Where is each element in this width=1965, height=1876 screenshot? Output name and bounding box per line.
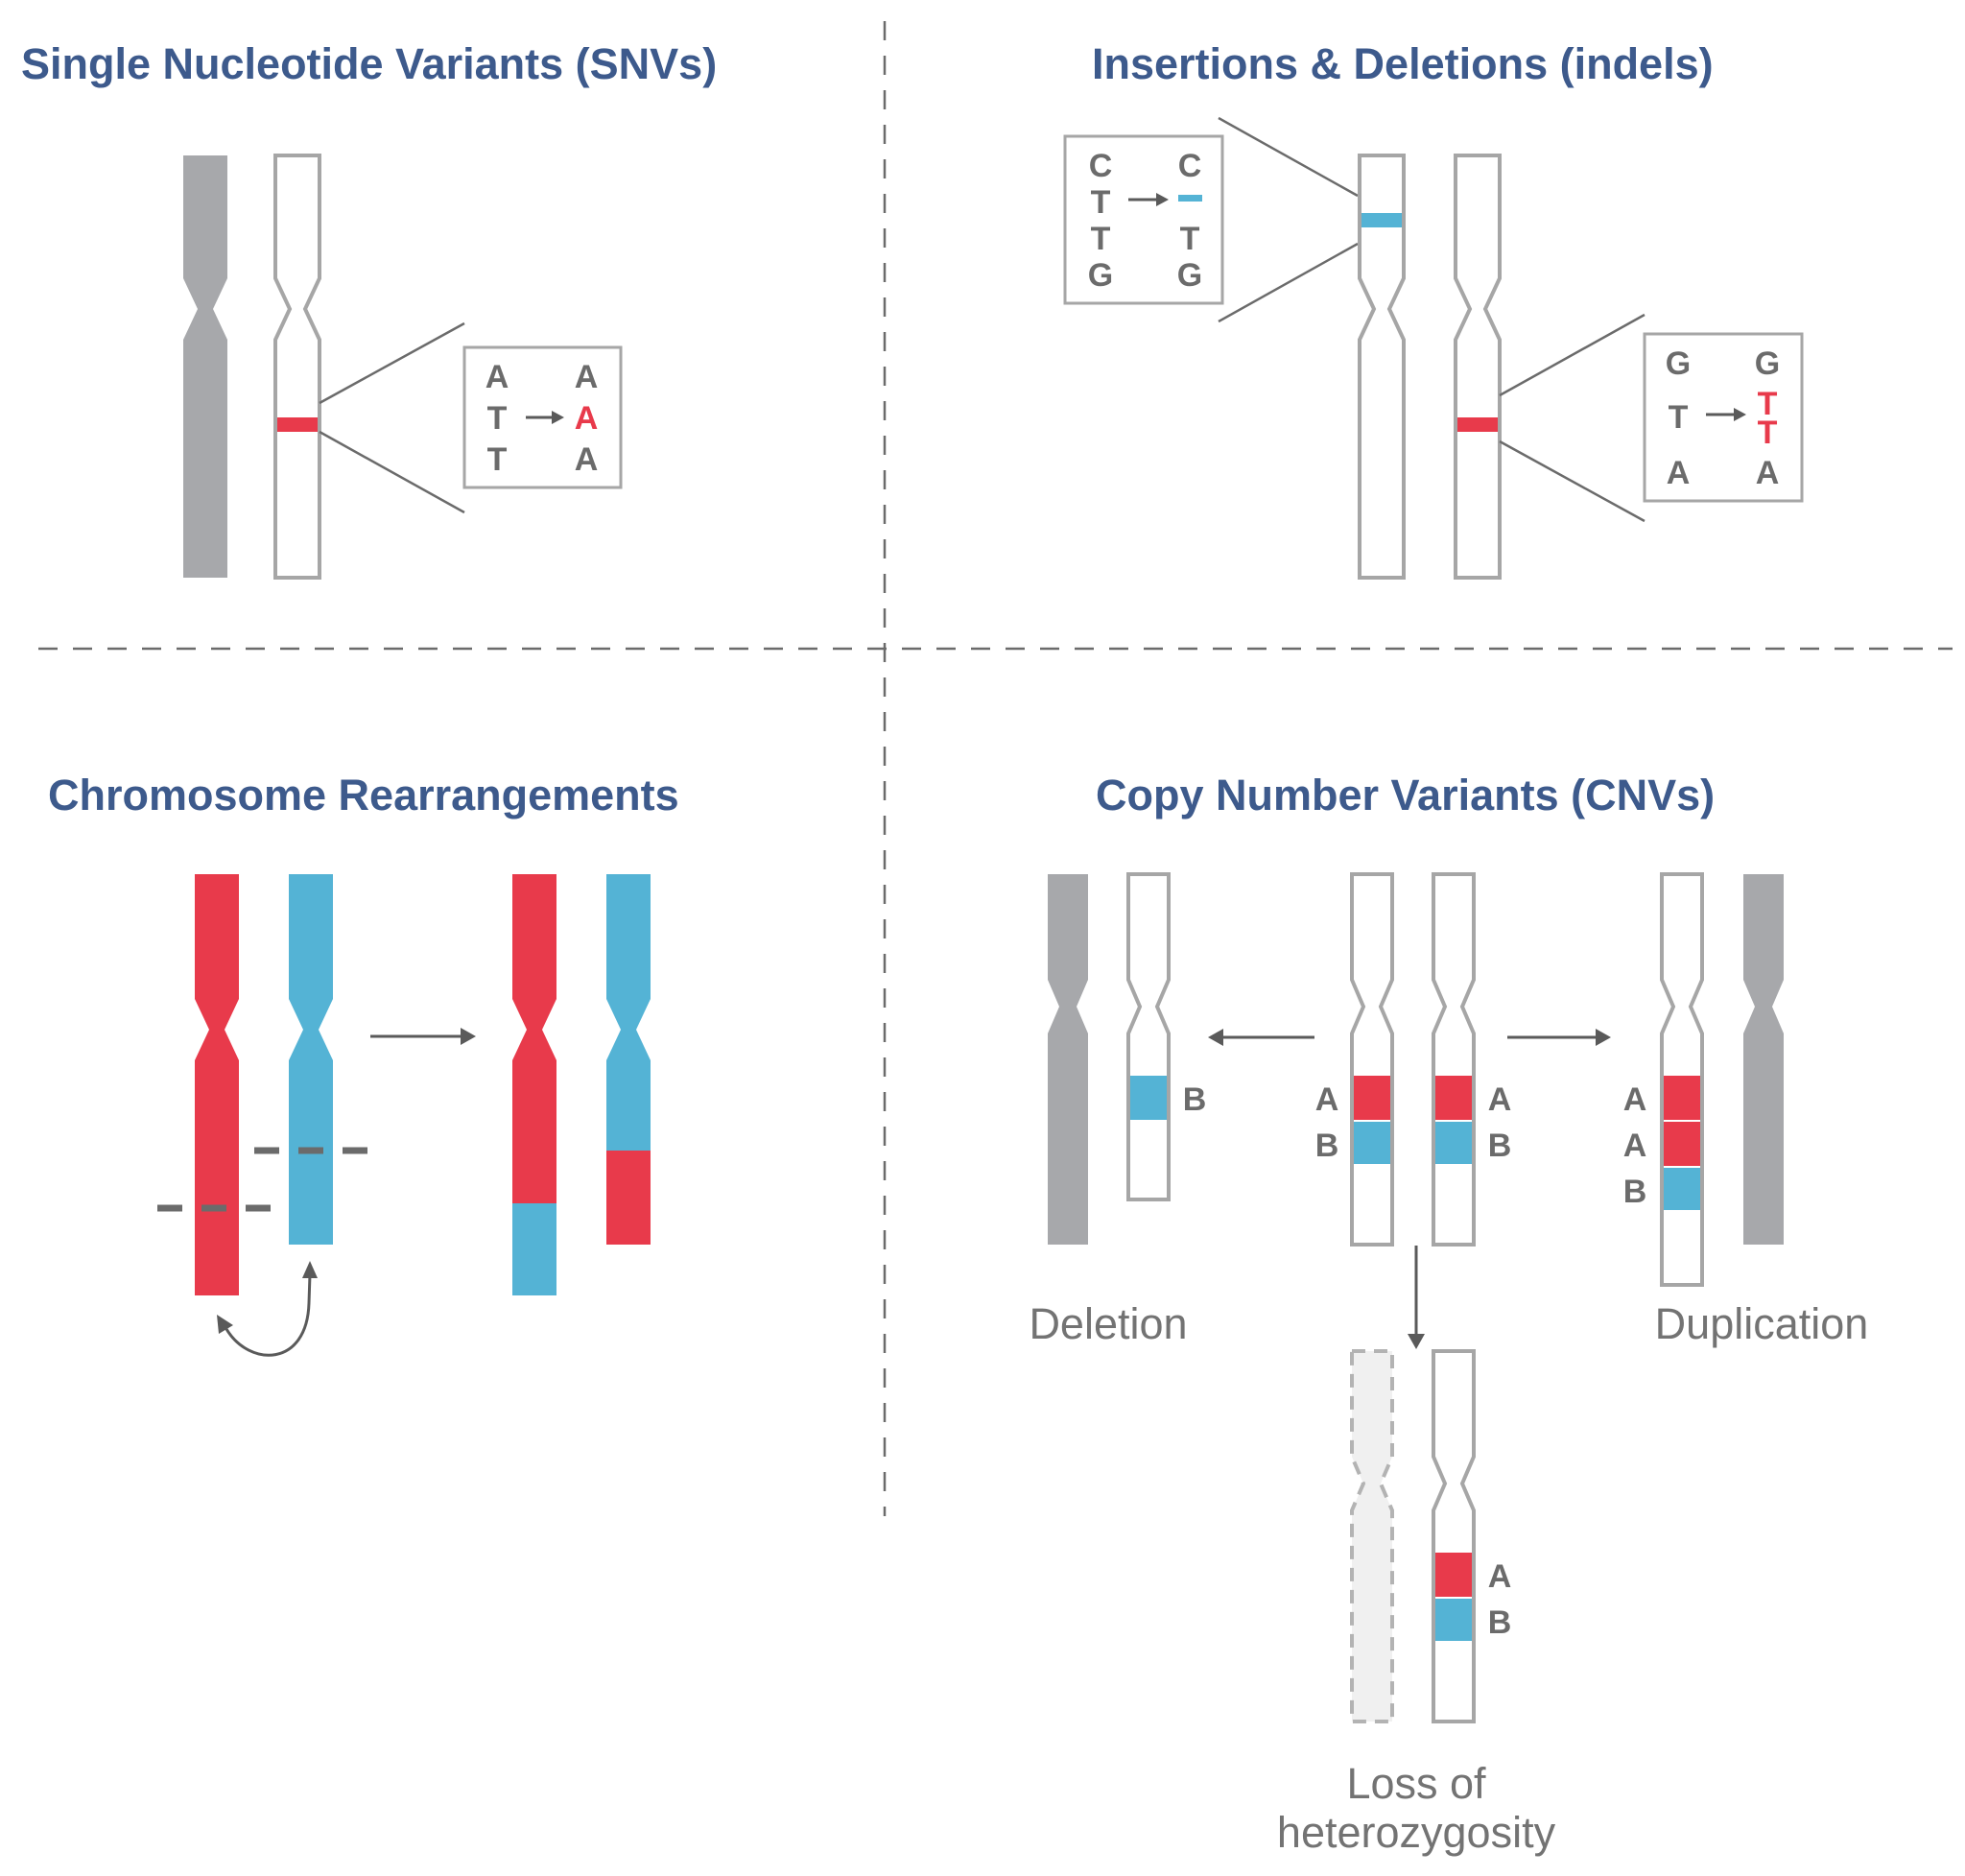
snv-title: Single Nucleotide Variants (SNVs) xyxy=(21,39,717,88)
swap-arrowhead-left xyxy=(217,1315,233,1334)
rearranged-red-blue-segment xyxy=(512,1203,556,1295)
deletion-alt-base-2: T xyxy=(1180,221,1200,257)
deletion-arrowhead xyxy=(1156,193,1169,206)
loh-remaining-chromosome xyxy=(1432,1349,1476,1723)
normal-2-allele-b: B xyxy=(1488,1128,1512,1164)
snv-sequence-box xyxy=(462,345,623,489)
indel-deletion-band xyxy=(1361,213,1402,227)
duplication-a-band-2 xyxy=(1664,1122,1700,1166)
insertion-alt-base-4: A xyxy=(1756,455,1780,491)
snv-alt-base-1: A xyxy=(575,359,599,395)
normal-chromosome-2 xyxy=(1432,872,1476,1247)
indel-insertion-box xyxy=(1643,332,1804,503)
deletion-zoom-line-top xyxy=(1218,116,1359,198)
insertion-ref-base-2: T xyxy=(1669,399,1689,436)
rearrangement-blue-chromosome xyxy=(289,874,333,1245)
snv-zoom-line-top xyxy=(319,321,465,405)
normal-2-allele-a: A xyxy=(1488,1081,1512,1118)
indel-title: Insertions & Deletions (indels) xyxy=(1092,39,1714,88)
arrow-to-loh-head xyxy=(1408,1334,1425,1349)
insertion-alt-base-2: T xyxy=(1758,386,1778,422)
rearrangement-title: Chromosome Rearrangements xyxy=(48,771,679,819)
deletion-gray-chromosome xyxy=(1048,874,1088,1245)
normal-1-a-band xyxy=(1354,1076,1390,1120)
duplication-allele-a-2: A xyxy=(1623,1128,1647,1164)
deletion-allele-b: B xyxy=(1183,1081,1207,1118)
snv-ref-base-2: T xyxy=(487,400,508,437)
cnv-title: Copy Number Variants (CNVs) xyxy=(1096,771,1715,819)
snv-variant-band xyxy=(277,417,318,432)
snv-panel: Single Nucleotide Variants (SNVs) A T T … xyxy=(21,39,717,580)
deletion-ref-base-1: C xyxy=(1089,148,1113,184)
deletion-alt-base-1: C xyxy=(1178,148,1202,184)
duplication-a-band-1 xyxy=(1664,1076,1700,1120)
rearranged-blue-chromosome xyxy=(606,874,651,1151)
loh-b-band xyxy=(1435,1599,1472,1641)
normal-2-a-band xyxy=(1435,1076,1472,1120)
rearrangement-red-chromosome xyxy=(195,874,239,1295)
deletion-ref-base-3: T xyxy=(1091,221,1111,257)
duplication-b-band xyxy=(1664,1168,1700,1210)
duplication-label: Duplication xyxy=(1655,1299,1869,1348)
snv-ref-base-3: T xyxy=(487,441,508,478)
cnv-panel: Copy Number Variants (CNVs) B Deletion A… xyxy=(1029,771,1868,1857)
swap-arrow-curve xyxy=(225,1273,312,1357)
snv-alt-base-2: A xyxy=(575,400,599,437)
snv-zoom-line-bottom xyxy=(319,430,465,514)
deletion-outline-chromosome xyxy=(1126,872,1171,1201)
swap-arrowhead-up xyxy=(302,1261,318,1278)
snv-alt-base-3: A xyxy=(575,441,599,478)
insertion-ref-base-3: A xyxy=(1667,455,1691,491)
deletion-ref-base-4: G xyxy=(1088,257,1113,294)
deletion-b-band xyxy=(1130,1076,1167,1120)
normal-1-allele-a: A xyxy=(1315,1081,1339,1118)
insertion-zoom-line-top xyxy=(1499,313,1645,397)
insertion-alt-base-1: G xyxy=(1755,345,1780,382)
normal-1-b-band xyxy=(1354,1122,1390,1164)
deletion-gap-mark xyxy=(1178,195,1202,202)
rearrangement-arrowhead xyxy=(461,1028,476,1045)
loh-allele-b: B xyxy=(1488,1604,1512,1641)
snv-chromosome-outline xyxy=(273,154,321,580)
normal-2-b-band xyxy=(1435,1122,1472,1164)
snv-ref-base-1: A xyxy=(485,359,509,395)
indel-deletion-box xyxy=(1063,134,1224,305)
loh-lost-chromosome xyxy=(1350,1349,1394,1723)
loh-label-line2: heterozygosity xyxy=(1277,1808,1556,1857)
duplication-allele-a-1: A xyxy=(1623,1081,1647,1118)
loh-a-band xyxy=(1435,1553,1472,1597)
duplication-gray-chromosome xyxy=(1743,874,1784,1245)
insertion-ref-base-1: G xyxy=(1666,345,1691,382)
rearranged-red-chromosome xyxy=(512,874,556,1203)
insertion-zoom-line-bottom xyxy=(1499,439,1645,523)
indel-panel: Insertions & Deletions (indels) C T T G … xyxy=(1063,39,1804,580)
snv-mutation-arrowhead xyxy=(552,411,564,424)
normal-1-allele-b: B xyxy=(1315,1128,1339,1164)
rearranged-blue-red-segment xyxy=(606,1151,651,1245)
normal-chromosome-1 xyxy=(1350,872,1394,1247)
deletion-ref-base-2: T xyxy=(1091,184,1111,221)
insertion-alt-base-3: T xyxy=(1758,415,1778,451)
deletion-alt-base-3: G xyxy=(1177,257,1202,294)
arrow-to-duplication-head xyxy=(1596,1029,1611,1046)
loh-label-line1: Loss of xyxy=(1346,1759,1486,1808)
arrow-to-deletion-head xyxy=(1208,1029,1223,1046)
insertion-arrowhead xyxy=(1734,408,1746,421)
deletion-label: Deletion xyxy=(1029,1299,1187,1348)
indel-chromosome-2 xyxy=(1454,154,1502,580)
snv-chromosome-gray xyxy=(183,155,227,578)
indel-insertion-band xyxy=(1457,417,1498,432)
duplication-allele-b: B xyxy=(1623,1174,1647,1210)
deletion-zoom-line-bottom xyxy=(1218,242,1359,323)
rearrangement-panel: Chromosome Rearrangements xyxy=(48,771,679,1357)
loh-allele-a: A xyxy=(1488,1558,1512,1595)
